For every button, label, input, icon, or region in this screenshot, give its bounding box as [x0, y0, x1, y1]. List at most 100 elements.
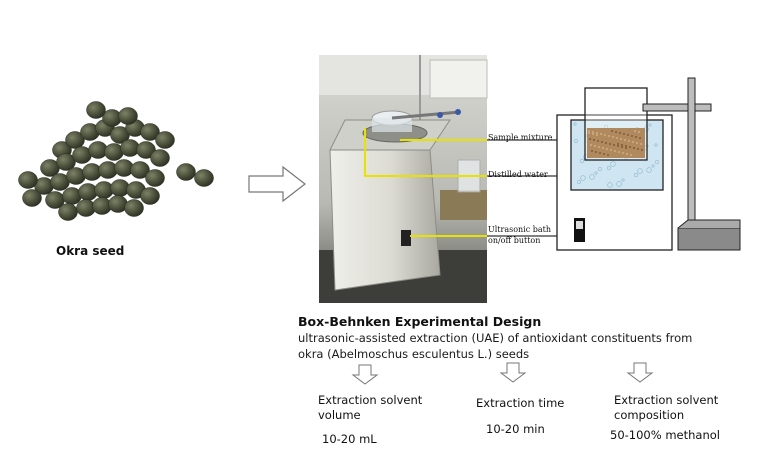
sample-grain	[588, 130, 590, 132]
factor-extraction-time-range: 10-20 min	[486, 422, 545, 436]
bubble	[616, 181, 622, 187]
callout-on-off-button: Ultrasonic bath on/off button	[488, 225, 552, 245]
factor-solvent-composition: Extraction solvent composition	[614, 393, 719, 422]
sample-grain	[633, 147, 635, 149]
sample-grain	[588, 132, 590, 134]
okra-seed	[65, 131, 85, 149]
okra-seed	[136, 141, 156, 159]
factor-extraction-time: Extraction time	[476, 396, 565, 410]
okra-seed	[145, 169, 165, 187]
factor-solvent-composition-range: 50-100% methanol	[610, 428, 720, 442]
sample-grain	[619, 132, 621, 134]
sample-grain	[606, 148, 608, 150]
bubble	[610, 161, 616, 167]
sample-grain	[635, 136, 637, 138]
okra-seed-image	[18, 101, 214, 221]
sample-grain	[630, 154, 632, 156]
sample-grain	[609, 143, 611, 145]
okra-seed	[118, 107, 138, 125]
bubble	[648, 123, 652, 127]
sample-grain	[601, 141, 603, 143]
sample-grain	[627, 134, 629, 136]
sample-grain	[641, 149, 643, 151]
sample-grain	[596, 132, 598, 134]
sample-grain	[616, 137, 618, 139]
design-title: Box-Behnken Experimental Design	[298, 314, 542, 329]
okra-seed	[140, 187, 160, 205]
down-arrow-icon	[351, 364, 379, 385]
callout-sample-mixture: Sample mixture	[488, 133, 553, 142]
ultrasonic-bath-schematic	[556, 77, 741, 251]
sample-grain	[618, 151, 620, 153]
sample-grain	[639, 137, 641, 139]
sample-grain	[623, 133, 625, 135]
sample-grain	[625, 145, 627, 147]
sample-grain	[613, 144, 615, 146]
sample-grain	[617, 145, 619, 147]
sample-grain	[591, 150, 593, 152]
sample-grain	[632, 141, 634, 143]
sample-grain	[612, 136, 614, 138]
okra-seed-label: Okra seed	[56, 244, 125, 258]
sample-grain	[597, 140, 599, 142]
bubble	[597, 166, 603, 172]
bubble	[573, 122, 577, 126]
sample-grain	[592, 133, 594, 135]
sample-grain	[621, 146, 623, 148]
bubble	[646, 167, 652, 173]
okra-seed	[176, 163, 196, 181]
sample-grain	[600, 133, 602, 135]
okra-seed	[58, 203, 78, 221]
sample-grain	[624, 139, 626, 141]
sample-grain	[614, 150, 616, 152]
bubble	[573, 138, 579, 144]
sample-grain	[602, 147, 604, 149]
sample-grain	[599, 152, 601, 154]
sample-grain	[636, 142, 638, 144]
sample-grain	[634, 130, 636, 132]
okra-seed	[150, 149, 170, 167]
ultrasonic-bath-photo	[319, 55, 488, 303]
sample-grain	[603, 153, 605, 155]
sample-grain	[629, 146, 631, 148]
design-description: ultrasonic-assisted extraction (UAE) of …	[298, 331, 693, 361]
sample-grain	[592, 131, 594, 133]
sample-grain	[631, 135, 633, 137]
sample-grain	[640, 143, 642, 145]
okra-seed	[194, 169, 214, 187]
bubble	[580, 175, 586, 181]
sample-grain	[598, 146, 600, 148]
sample-grain	[611, 130, 613, 132]
sample-grain	[638, 131, 640, 133]
callout-distilled-water: Distilled water	[488, 170, 548, 179]
sample-grain	[605, 142, 607, 144]
sample-grain	[604, 134, 606, 136]
bubble	[594, 171, 598, 175]
okra-seed	[18, 171, 38, 189]
sample-grain	[617, 143, 619, 145]
sample-grain	[610, 149, 612, 151]
sample-grain	[595, 151, 597, 153]
bubble	[606, 165, 612, 171]
sample-grain	[615, 131, 617, 133]
bubble	[651, 164, 655, 168]
bubble	[579, 158, 585, 164]
sample-grain	[621, 144, 623, 146]
sample-grain	[596, 134, 598, 136]
down-arrow-icon	[626, 362, 654, 383]
sample-grain	[626, 153, 628, 155]
sample-grain	[628, 140, 630, 142]
okra-seed	[22, 189, 42, 207]
sample-grain	[620, 138, 622, 140]
bubble	[621, 178, 625, 182]
sample-grain	[607, 154, 609, 156]
down-arrow-icon	[499, 362, 527, 383]
bubble	[607, 182, 613, 188]
sample-grain	[590, 144, 592, 146]
okra-seed	[86, 101, 106, 119]
okra-seed	[130, 161, 150, 179]
bubble	[589, 174, 595, 180]
sample-grain	[594, 145, 596, 147]
factor-solvent-volume-range: 10-20 mL	[322, 432, 377, 446]
